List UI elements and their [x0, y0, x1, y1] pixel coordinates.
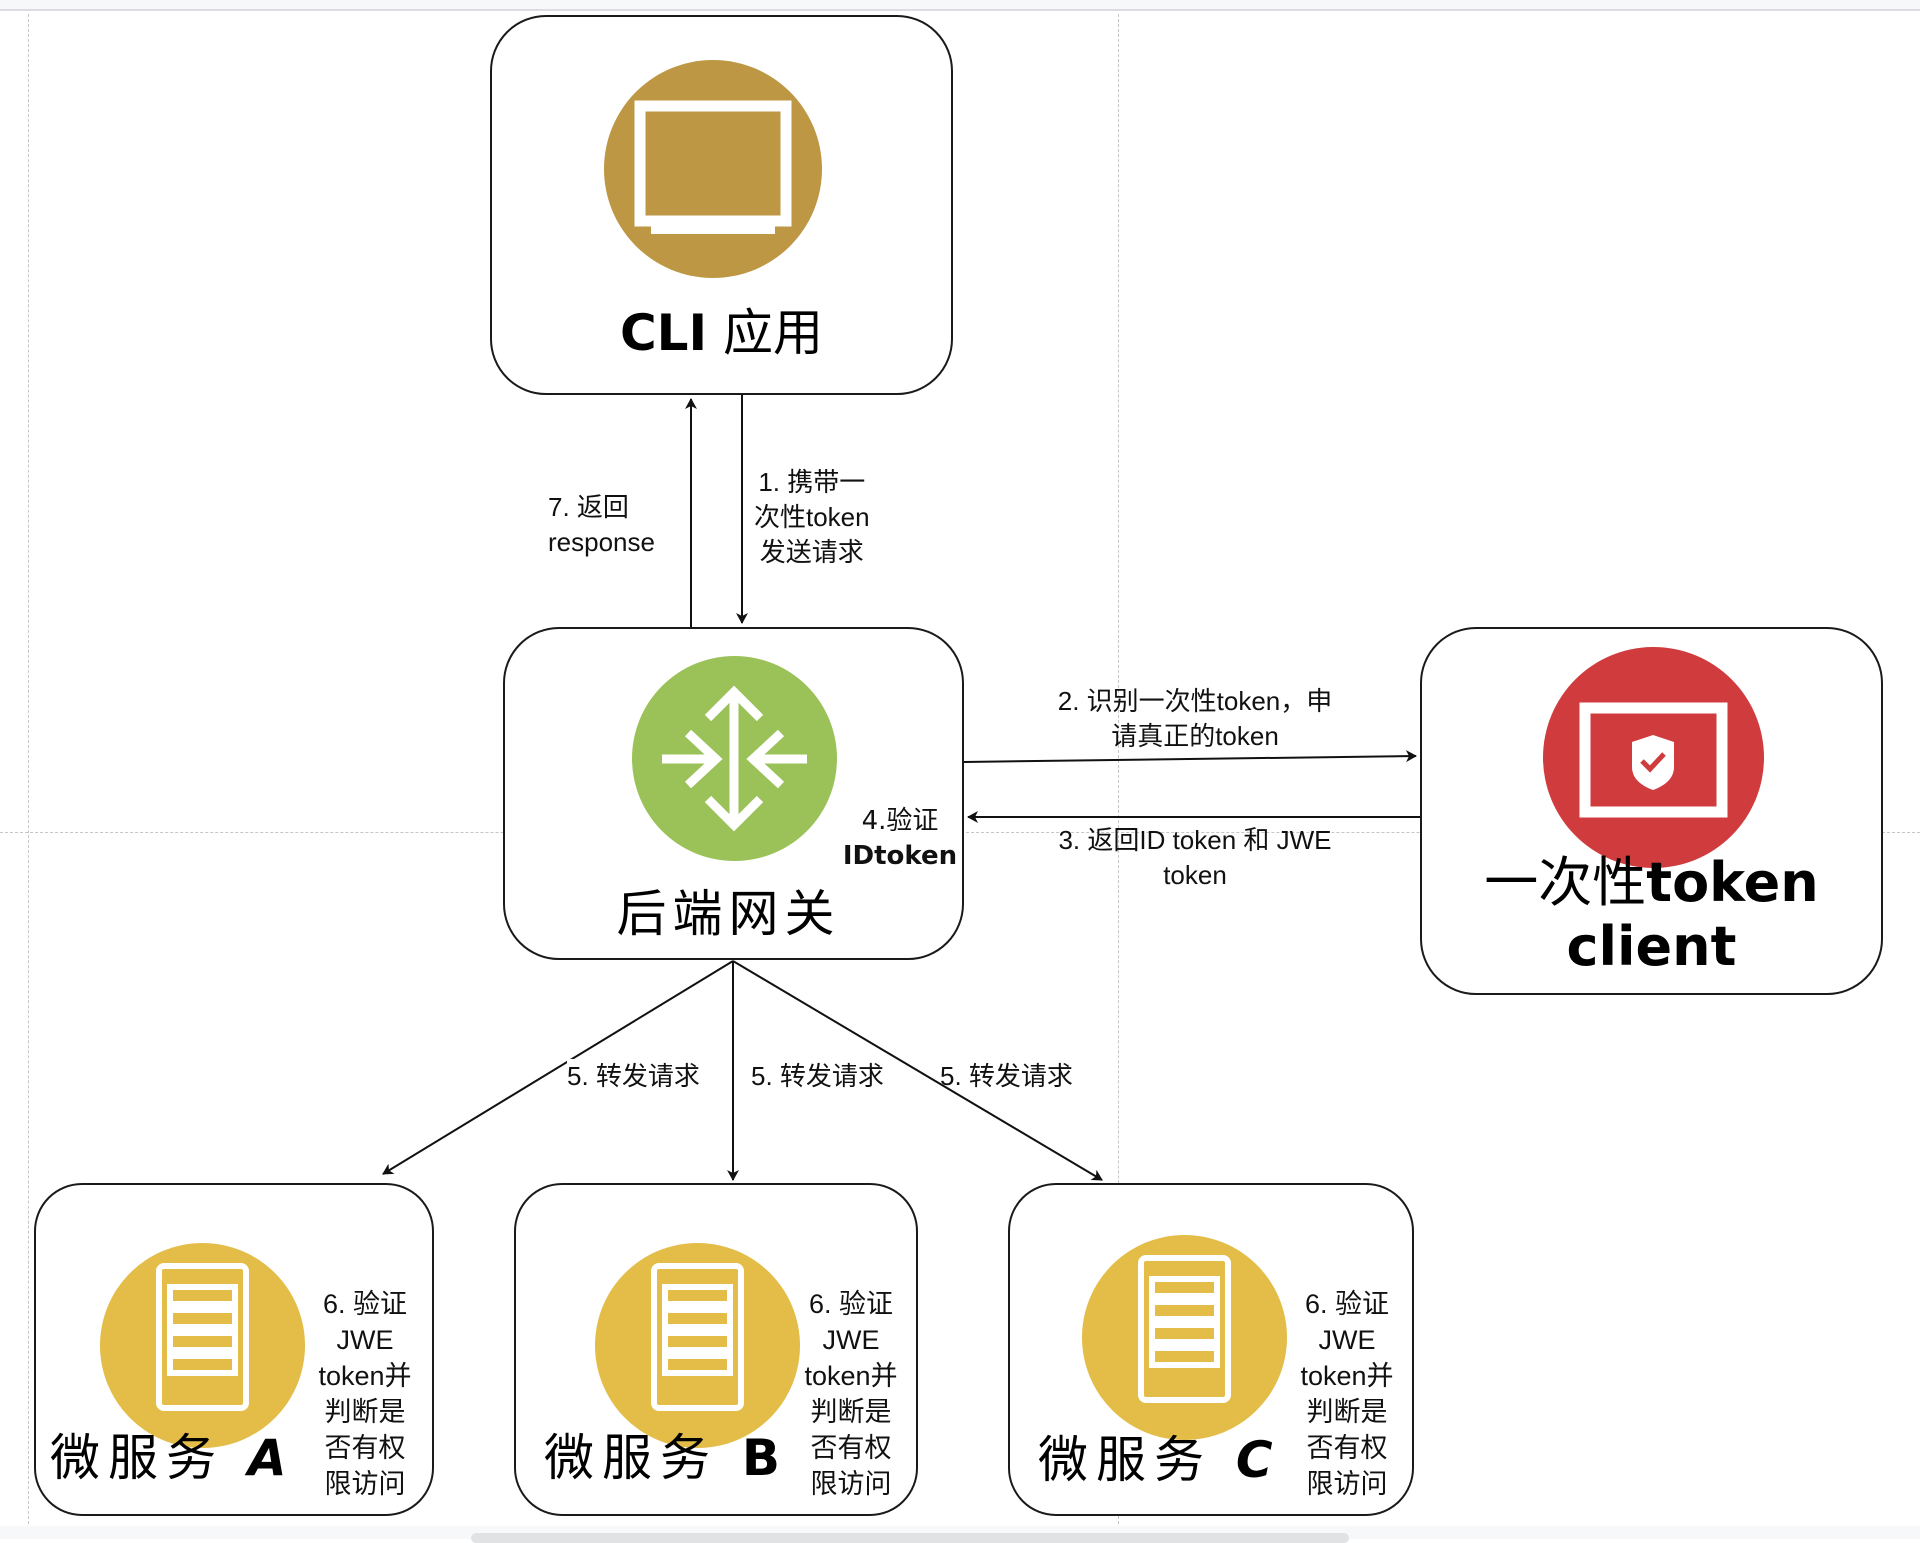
node-one-time-token-client[interactable]: 一次性token client	[1420, 627, 1883, 995]
microservice-c-verify-note: 6. 验证 JWE token并 判断是 否有权 限访问	[1292, 1286, 1402, 1502]
cli-title-cjk: 应用	[723, 304, 824, 362]
guide-line-vertical-left	[28, 14, 29, 1524]
note-line: 6. 验证	[808, 1289, 894, 1319]
arrow-step5-to-a	[382, 960, 734, 1175]
label-step1-line: 次性token	[754, 502, 870, 532]
node-microservice-c[interactable]: 微服务 C 6. 验证 JWE token并 判断是 否有权 限访问	[1008, 1183, 1414, 1516]
token-client-title-latin: token	[1646, 851, 1819, 914]
label-step3-line: 3. 返回ID token 和 JWE	[1058, 825, 1332, 855]
note-line: 否有权	[810, 1433, 892, 1463]
microservice-title-letter: C	[1235, 1431, 1281, 1489]
note-line: 判断是	[324, 1397, 406, 1427]
microservice-title-cjk: 微服务	[50, 1429, 224, 1487]
cli-title: CLI 应用	[492, 303, 951, 363]
label-step1-line: 发送请求	[759, 537, 864, 567]
note-line: 否有权	[324, 1433, 406, 1463]
label-step2: 2. 识别一次性token，申 请真正的token	[1000, 684, 1390, 754]
note-line: JWE	[822, 1325, 880, 1355]
microservice-title-letter: A	[247, 1429, 295, 1487]
note-line: 否有权	[1306, 1433, 1388, 1463]
note-line: 限访问	[810, 1469, 892, 1499]
note-line: 判断是	[810, 1397, 892, 1427]
node-backend-gateway[interactable]: 4.验证 IDtoken 后端网关	[503, 627, 964, 960]
microservice-c-title: 微服务 C	[1038, 1430, 1281, 1490]
router-arrows-icon	[632, 656, 837, 861]
gateway-verify-note: 4.验证 IDtoken	[835, 804, 965, 874]
token-client-title: 一次性token client	[1422, 851, 1881, 979]
server-icon	[1082, 1235, 1287, 1440]
note-line: token并	[804, 1361, 898, 1391]
node-microservice-b[interactable]: 微服务 B 6. 验证 JWE token并 判断是 否有权 限访问	[514, 1183, 918, 1516]
label-step3-line: token	[1163, 860, 1227, 890]
microservice-title-letter: B	[741, 1429, 789, 1487]
token-client-title-line2: client	[1566, 915, 1737, 978]
node-microservice-a[interactable]: 微服务 A 6. 验证 JWE token并 判断是 否有权 限访问	[34, 1183, 434, 1516]
label-step1: 1. 携带一 次性token 发送请求	[754, 465, 870, 570]
arrow-step5-to-c	[732, 960, 1103, 1181]
note-line: 限访问	[324, 1469, 406, 1499]
note-line: 判断是	[1306, 1397, 1388, 1427]
label-step7: 7. 返回 response	[548, 490, 655, 560]
server-icon	[100, 1243, 305, 1448]
gateway-note-line: 4.验证	[861, 806, 939, 836]
top-toolbar-strip	[0, 0, 1920, 11]
microservice-title-cjk: 微服务	[544, 1429, 718, 1487]
label-step2-line: 2. 识别一次性token，申	[1057, 686, 1333, 716]
label-step5-b: 5. 转发请求	[751, 1059, 884, 1094]
node-cli-app[interactable]: CLI 应用	[490, 15, 953, 395]
monitor-icon	[604, 60, 822, 278]
note-line: 6. 验证	[322, 1289, 408, 1319]
arrow-step2-apply-token	[963, 750, 1417, 763]
note-line: token并	[1300, 1361, 1394, 1391]
microservice-b-title: 微服务 B	[544, 1428, 788, 1488]
label-step7-line: 7. 返回	[548, 492, 629, 522]
note-line: 6. 验证	[1304, 1289, 1390, 1319]
note-line: token并	[318, 1361, 412, 1391]
label-step5-a: 5. 转发请求	[567, 1059, 700, 1094]
gateway-note-line: IDtoken	[842, 841, 958, 871]
microservice-b-verify-note: 6. 验证 JWE token并 判断是 否有权 限访问	[796, 1286, 906, 1502]
label-step2-line: 请真正的token	[1111, 721, 1279, 751]
shield-check-screen-icon	[1543, 647, 1764, 868]
note-line: JWE	[336, 1325, 394, 1355]
gateway-title: 后端网关	[616, 885, 841, 943]
label-step5-c: 5. 转发请求	[940, 1061, 1073, 1091]
label-step1-line: 1. 携带一	[758, 467, 866, 497]
token-client-title-cjk: 一次性	[1484, 851, 1647, 914]
label-step3: 3. 返回ID token 和 JWE token	[1000, 823, 1390, 893]
label-step7-line: response	[548, 527, 655, 557]
server-icon	[595, 1243, 800, 1448]
note-line: JWE	[1318, 1325, 1376, 1355]
cli-title-latin: CLI	[619, 304, 708, 362]
note-line: 限访问	[1306, 1469, 1388, 1499]
microservice-a-title: 微服务 A	[50, 1428, 295, 1488]
token-client-title-line1: 一次性token	[1422, 851, 1881, 915]
horizontal-scrollbar-thumb[interactable]	[471, 1533, 1349, 1543]
microservice-a-verify-note: 6. 验证 JWE token并 判断是 否有权 限访问	[310, 1286, 420, 1502]
guide-line-vertical-middle	[1118, 14, 1119, 1524]
microservice-title-cjk: 微服务	[1038, 1431, 1212, 1489]
